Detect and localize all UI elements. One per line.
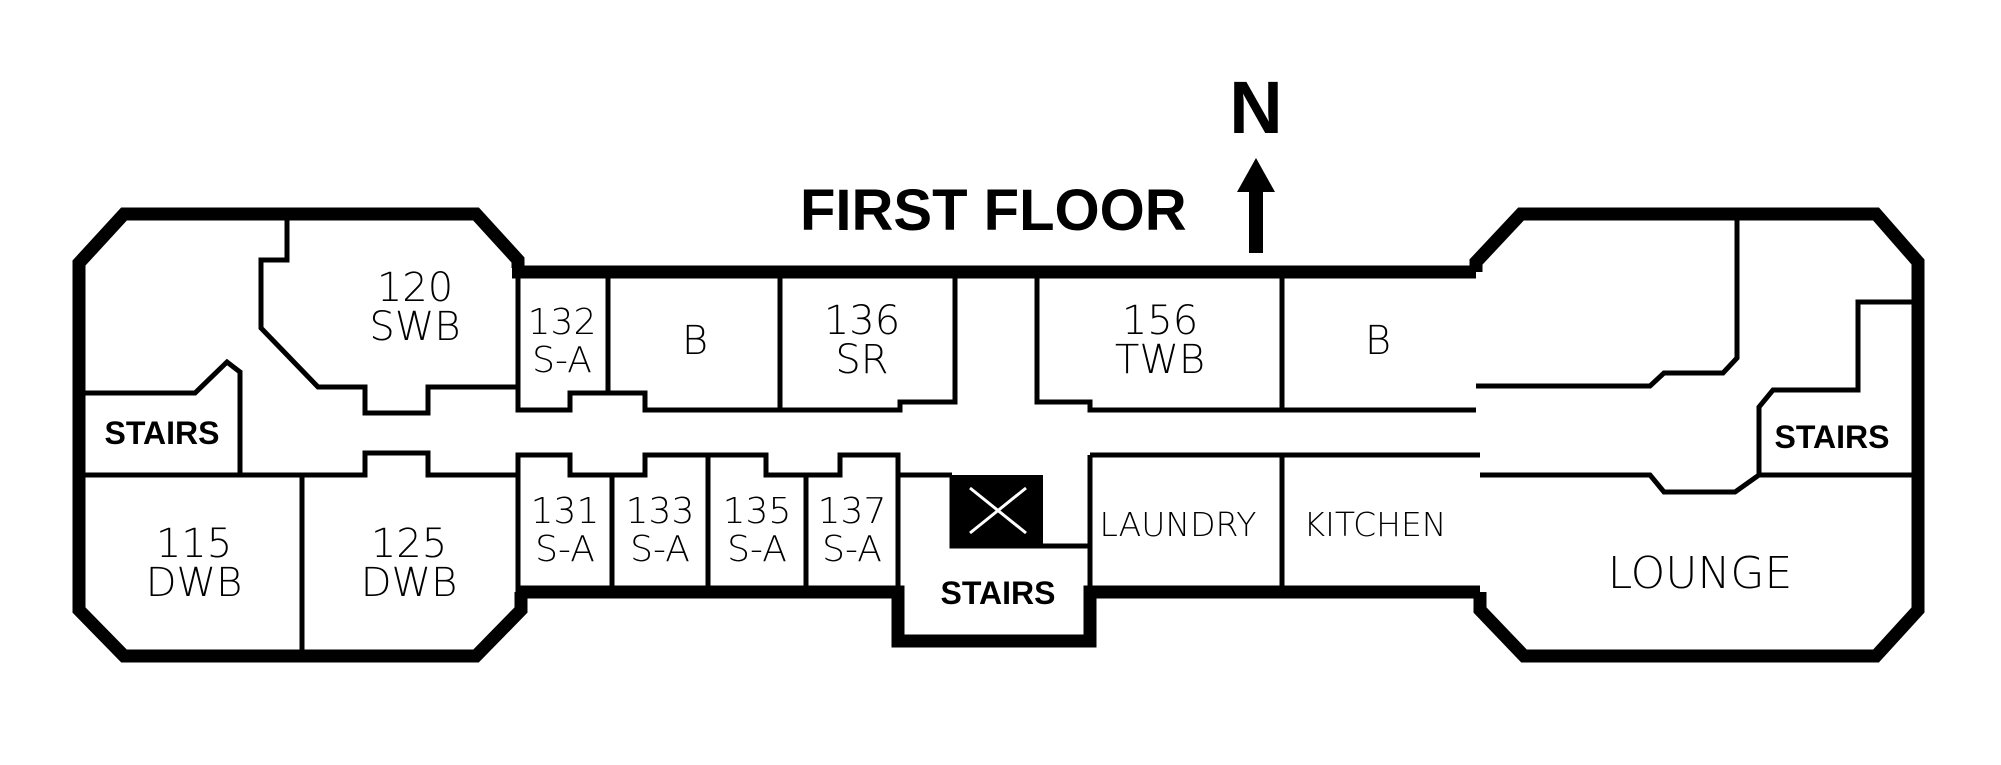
kitchen-label: KITCHEN [1304, 505, 1447, 544]
room-137-type: S-A [822, 529, 882, 570]
room-120-type: SWB [369, 304, 460, 350]
room-131-number: 131 [531, 491, 600, 532]
west-stairs-label: STAIRS [105, 415, 220, 451]
floor-title: FIRST FLOOR [800, 178, 1187, 243]
center-stairs-label: STAIRS [941, 575, 1056, 611]
south-rooms-walls [515, 452, 952, 592]
laundry-label: LAUNDRY [1100, 505, 1257, 544]
room-135-number: 135 [723, 491, 792, 532]
room-132-type: S-A [532, 340, 592, 381]
elevator-x-icon [952, 475, 1043, 546]
room-136-type: SR [835, 337, 888, 383]
room-125-type: DWB [361, 560, 458, 606]
east-north-room-walls [1476, 214, 1740, 389]
room-135-type: S-A [727, 529, 787, 570]
room-156-type: TWB [1115, 337, 1205, 383]
room-125-number: 125 [371, 521, 447, 567]
room-133-type: S-A [630, 529, 690, 570]
north-arrow-icon [1237, 158, 1275, 253]
east-wing-outline [1469, 207, 1925, 663]
north-rooms-walls [515, 272, 1476, 413]
laundry-kitchen-walls [1090, 452, 1480, 592]
room-131-type: S-A [535, 529, 595, 570]
room-132-number: 132 [528, 302, 597, 343]
room-b-east-label: B [1365, 318, 1391, 364]
south-corridor-wall [518, 585, 1480, 648]
compass: N [1229, 66, 1283, 253]
room-133-number: 133 [626, 491, 695, 532]
room-120-walls [258, 214, 518, 416]
west-stairs-walls [79, 358, 243, 475]
room-115-type: DWB [146, 560, 243, 606]
lounge-label: LOUNGE [1608, 548, 1793, 599]
room-120-number: 120 [377, 265, 453, 311]
north-label: N [1229, 66, 1282, 149]
west-corridor-south-wall [79, 450, 518, 478]
room-156-number: 156 [1122, 298, 1198, 344]
east-stairs-label: STAIRS [1775, 419, 1890, 455]
west-wing-outline [72, 207, 528, 663]
east-stairs-walls [1756, 299, 1918, 475]
room-137-number: 137 [818, 491, 887, 532]
room-136-number: 136 [824, 298, 900, 344]
east-corridor-south-wall [1480, 472, 1918, 495]
room-115-number: 115 [156, 521, 232, 567]
room-b-west-label: B [682, 318, 708, 364]
